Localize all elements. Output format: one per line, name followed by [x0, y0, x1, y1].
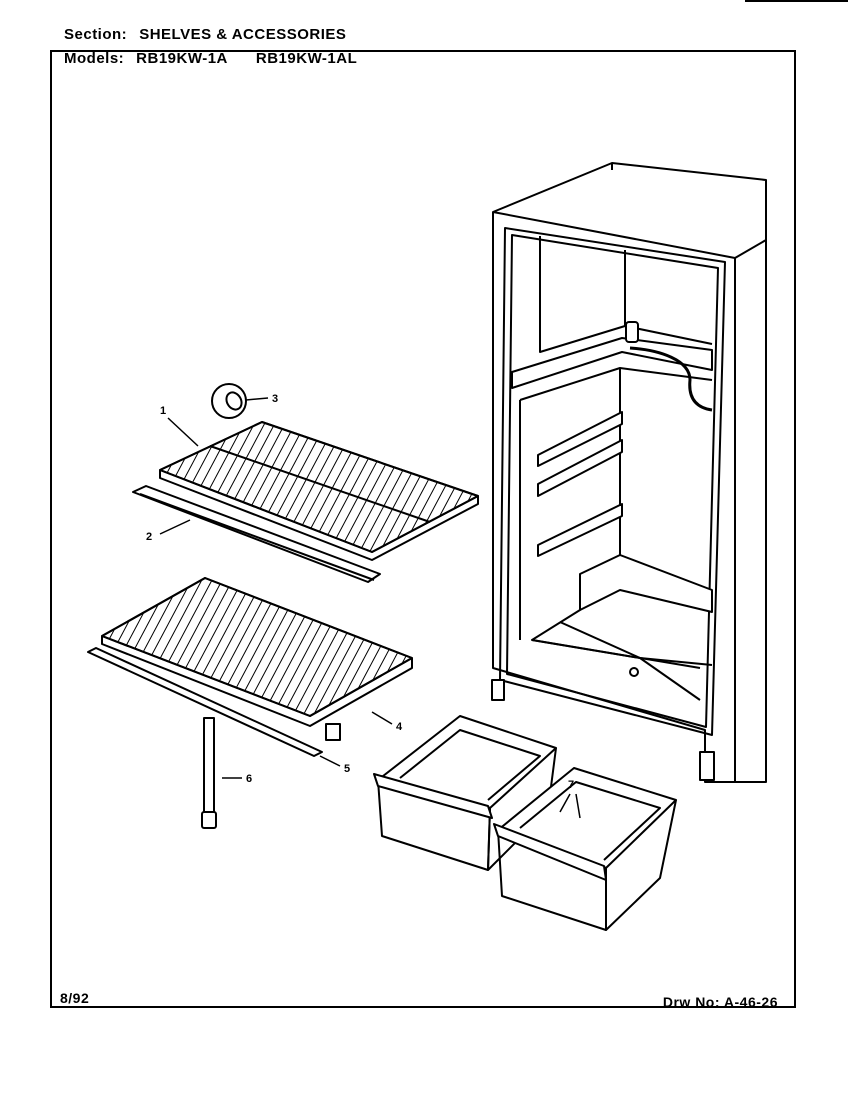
section-value: SHELVES & ACCESSORIES: [139, 26, 347, 43]
wire-shelf-lower: [101, 577, 413, 741]
shelf-trim: [132, 485, 381, 583]
drawing-date: 8/92: [60, 990, 90, 1006]
model-2: RB19KW-1AL: [255, 50, 358, 67]
diagram-frame: [50, 50, 796, 1008]
callout-labels: 1 2 3 4 5 6 7: [146, 393, 574, 791]
drawing-number: Drw No: A-46-26: [663, 994, 778, 1010]
models-heading: Models: RB19KW-1A RB19KW-1AL: [64, 50, 385, 67]
top-rule: [745, 0, 848, 2]
callout-7: 7: [568, 779, 574, 791]
callout-1: 1: [160, 405, 166, 417]
callout-5: 5: [344, 763, 350, 775]
shelf-clip: [211, 383, 247, 419]
drawing-number-value: A-46-26: [723, 994, 778, 1010]
models-label: Models:: [64, 50, 125, 67]
callout-2: 2: [146, 531, 152, 543]
crisper-pan-right: [493, 767, 677, 931]
section-heading: Section: SHELVES & ACCESSORIES: [64, 26, 346, 43]
drawing-number-label: Drw No:: [662, 994, 721, 1010]
crisper-pan-left: [373, 715, 557, 871]
model-1: RB19KW-1A: [136, 50, 228, 67]
callout-3: 3: [272, 393, 278, 405]
shelf-rod: [201, 717, 217, 829]
wire-shelf-upper: [159, 421, 479, 561]
shelf-rail: [87, 647, 323, 757]
callout-6: 6: [246, 773, 252, 785]
leader-lines: [159, 397, 581, 819]
section-label: Section:: [64, 26, 128, 43]
refrigerator-cabinet: [491, 162, 767, 783]
callout-4: 4: [396, 721, 403, 733]
